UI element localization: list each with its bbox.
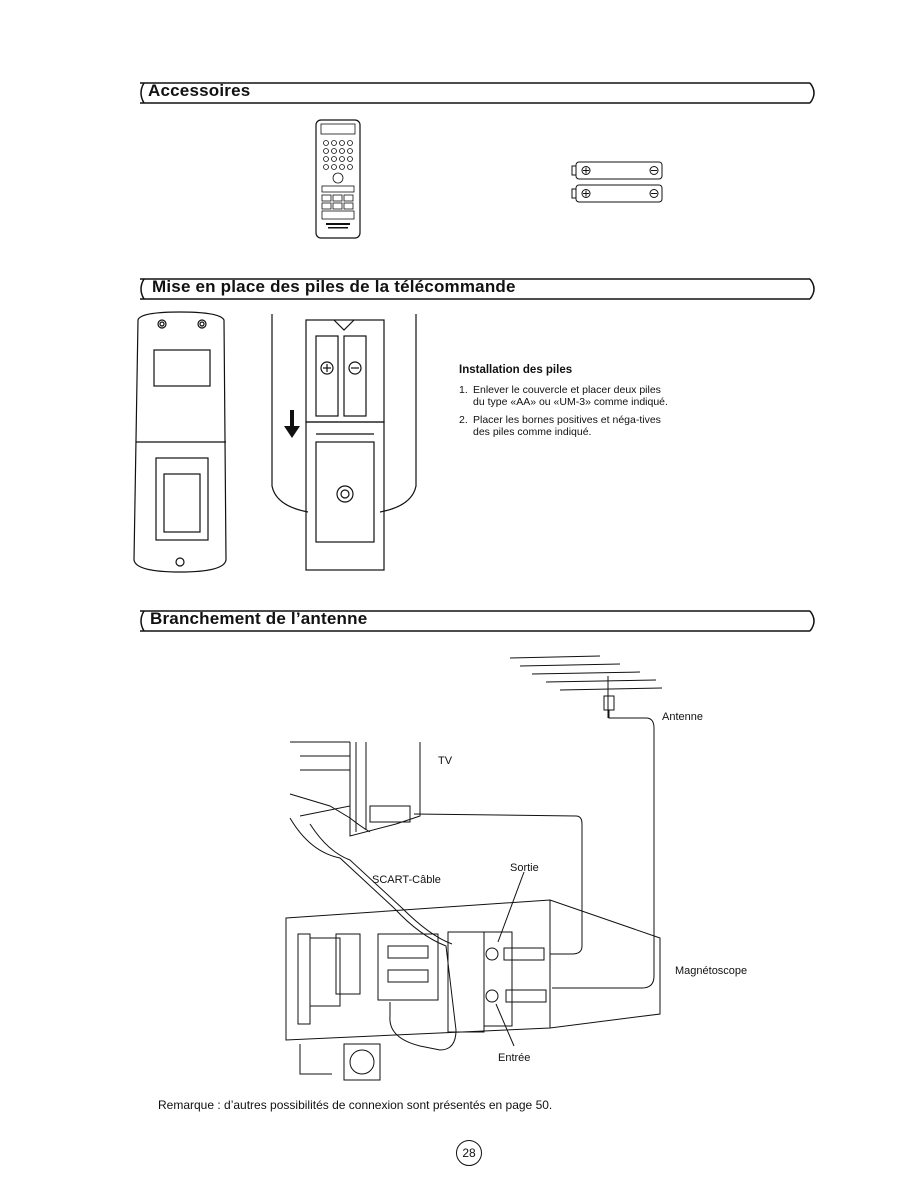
step-text: Placer les bornes positives et néga-tive… — [473, 414, 661, 438]
tv-icon — [290, 741, 421, 837]
connection-diagram — [285, 655, 663, 1081]
section-header-antenna: Branchement de l’antenne — [136, 608, 818, 634]
section-title: Mise en place des piles de la télécomman… — [152, 277, 516, 296]
step-text: Enlever le couvercle et placer deux pile… — [473, 384, 668, 408]
note-text: Remarque : d’autres possibilités de conn… — [158, 1098, 553, 1112]
scart-label: SCART-Câble — [372, 874, 441, 886]
antenna-icon — [509, 655, 663, 718]
section-header-accessories: Accessoires — [136, 80, 818, 106]
remote-control-illustration — [315, 119, 361, 239]
vcr-label: Magnétoscope — [675, 965, 748, 977]
remote-back-illustration — [133, 311, 227, 573]
section-title: Branchement de l’antenne — [150, 609, 368, 628]
section-header-frame — [140, 610, 815, 632]
step-number: 1. — [459, 384, 468, 396]
step-number: 2. — [459, 414, 468, 426]
antenna-label: Antenne — [662, 711, 703, 723]
section-header-frame — [140, 82, 815, 104]
section-header-frame — [140, 278, 815, 300]
section-title: Accessoires — [148, 81, 251, 100]
output-label: Sortie — [510, 862, 539, 874]
input-label: Entrée — [498, 1052, 531, 1064]
batteries-illustration — [571, 161, 663, 203]
install-step: 2. Placer les bornes positives et néga-t… — [459, 414, 675, 438]
section-header-batteries: Mise en place des piles de la télécomman… — [136, 276, 818, 302]
install-steps: 1. Enlever le couvercle et placer deux p… — [459, 384, 675, 444]
page-number: 28 — [456, 1140, 482, 1166]
vcr-icon — [285, 899, 661, 1041]
install-step: 1. Enlever le couvercle et placer deux p… — [459, 384, 675, 408]
battery-compartment-illustration — [271, 314, 417, 571]
tv-label: TV — [438, 755, 453, 767]
install-heading: Installation des piles — [459, 364, 573, 376]
